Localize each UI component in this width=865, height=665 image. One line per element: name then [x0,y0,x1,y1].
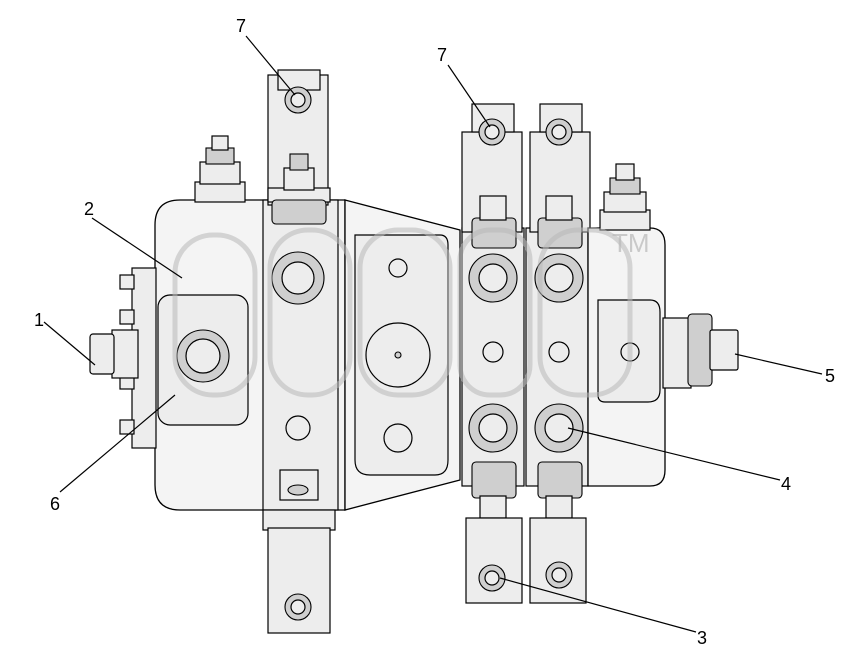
leader-7a [245,35,296,96]
leader-2 [91,217,183,279]
callout-6: 6 [50,494,60,514]
leader-7b [447,64,491,128]
leader-6 [59,394,176,493]
callout-1: 1 [34,310,44,330]
callout-7-right: 7 [437,45,447,65]
callout-5: 5 [825,366,835,386]
callout-4: 4 [781,474,791,494]
left-valve-block [89,69,461,634]
leader-5 [734,353,823,375]
right-end-block [587,163,739,487]
callout-2: 2 [84,199,94,219]
spool-section-1 [461,103,525,604]
leader-4 [567,427,781,481]
spool-section-2 [525,103,591,604]
callout-labels: 7 7 2 1 6 5 4 3 [34,16,835,648]
callout-7-left: 7 [236,16,246,36]
leader-1 [43,321,96,366]
watermark-logo: TM [172,227,650,398]
watermark-tm: TM [612,228,650,258]
leader-3 [499,577,697,633]
leader-lines [43,35,823,633]
callout-3: 3 [697,628,707,648]
